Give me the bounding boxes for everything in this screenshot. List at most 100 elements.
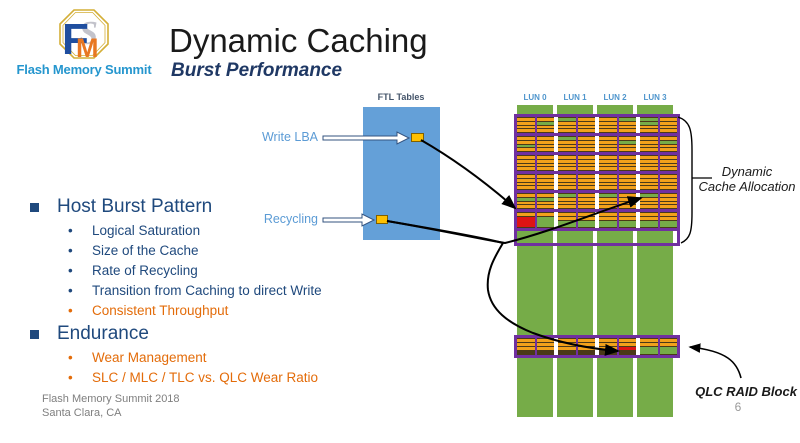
stripe <box>536 197 554 201</box>
dot-bullet-icon: • <box>68 223 73 238</box>
recycling-label: Recycling <box>263 212 318 226</box>
stripe <box>577 121 595 125</box>
stripe <box>640 167 658 170</box>
stripe <box>577 175 595 178</box>
stripe <box>558 347 576 350</box>
stripe <box>599 343 617 346</box>
stripe <box>618 140 636 144</box>
stripe <box>558 339 576 342</box>
stripe <box>618 156 636 159</box>
bullet-list: Host Burst Pattern•Logical Saturation•Si… <box>28 194 368 388</box>
block-group <box>517 117 554 133</box>
stripe <box>536 140 554 144</box>
flash-block <box>577 117 595 133</box>
stripe <box>536 213 554 216</box>
stripe <box>618 148 636 151</box>
stripe <box>577 186 595 189</box>
stripe <box>640 343 658 346</box>
sub-bullet-label: Rate of Recycling <box>92 263 198 278</box>
stripe <box>577 148 595 151</box>
stripe <box>640 144 658 148</box>
stripe <box>599 339 617 342</box>
stripe <box>558 129 576 132</box>
stripe <box>577 167 595 170</box>
lun-label-3: LUN 3 <box>643 93 667 102</box>
stripe <box>659 175 677 178</box>
stripe <box>517 159 535 163</box>
stripe <box>577 137 595 140</box>
cache-row-2 <box>517 155 677 171</box>
stripe <box>618 186 636 189</box>
stripe <box>599 129 617 132</box>
stripe <box>536 144 554 148</box>
row-separator <box>517 152 677 155</box>
stripe <box>640 339 658 342</box>
stripe <box>640 121 658 125</box>
block-group <box>599 117 636 133</box>
svg-text:M: M <box>76 33 99 63</box>
flash-block <box>536 193 554 209</box>
stripe <box>659 217 677 220</box>
stripe <box>577 178 595 182</box>
stripe <box>558 144 576 148</box>
stripe <box>558 213 576 216</box>
stripe <box>536 347 554 350</box>
sub-bullet-transition-from-caching-to-direct-write: •Transition from Caching to direct Write <box>28 281 368 301</box>
stripe <box>618 125 636 129</box>
cache-row-3 <box>517 174 677 190</box>
flash-block <box>536 117 554 133</box>
stripe <box>640 182 658 186</box>
flash-block <box>558 338 576 355</box>
stripe <box>599 148 617 151</box>
stripe <box>640 148 658 151</box>
flash-block <box>517 193 535 209</box>
svg-text:F: F <box>62 15 89 64</box>
dot-bullet-icon: • <box>68 243 73 258</box>
stripe <box>599 140 617 144</box>
block-group <box>558 212 595 228</box>
cache-row-0 <box>517 117 677 133</box>
sub-bullet-logical-saturation: •Logical Saturation <box>28 221 368 241</box>
dynamic-cache-allocation-label: Dynamic Cache Allocation <box>694 164 800 194</box>
stripe <box>577 118 595 121</box>
stripe <box>517 213 535 216</box>
stripe <box>640 221 658 227</box>
flash-block <box>659 136 677 152</box>
stripe <box>599 156 617 159</box>
slide-title: Dynamic Caching <box>169 22 428 59</box>
stripe <box>659 201 677 205</box>
stripe <box>536 118 554 121</box>
stripe <box>640 201 658 205</box>
stripe <box>558 118 576 121</box>
stripe <box>640 118 658 121</box>
stripe <box>659 167 677 170</box>
block-group <box>599 193 636 209</box>
cache-label-line2: Cache Allocation <box>698 179 796 194</box>
flash-block <box>659 193 677 209</box>
stripe <box>618 182 636 186</box>
sub-bullet-label: SLC / MLC / TLC vs. QLC Wear Ratio <box>92 370 319 385</box>
fms-logo: S F M Flash Memory Summit <box>14 6 154 77</box>
stripe <box>599 347 617 350</box>
block-group <box>517 193 554 209</box>
sub-bullet-label: Consistent Throughput <box>92 303 229 318</box>
flash-block <box>536 155 554 171</box>
cache-row-4 <box>517 193 677 209</box>
stripe <box>558 182 576 186</box>
recycle-pointer-box <box>376 215 388 224</box>
ftl-tables-label: FTL Tables <box>377 92 425 102</box>
flash-block <box>577 193 595 209</box>
flash-block <box>577 136 595 152</box>
page-number: 6 <box>734 400 742 414</box>
stripe <box>618 178 636 182</box>
stripe <box>599 144 617 148</box>
stripe <box>618 144 636 148</box>
stripe <box>517 186 535 189</box>
stripe <box>599 175 617 178</box>
sub-bullet-slc-mlc-tlc-vs-qlc-wear-ratio: •SLC / MLC / TLC vs. QLC Wear Ratio <box>28 368 368 388</box>
stripe <box>558 343 576 346</box>
flash-block <box>577 174 595 190</box>
block-group <box>558 174 595 190</box>
stripe <box>536 125 554 129</box>
